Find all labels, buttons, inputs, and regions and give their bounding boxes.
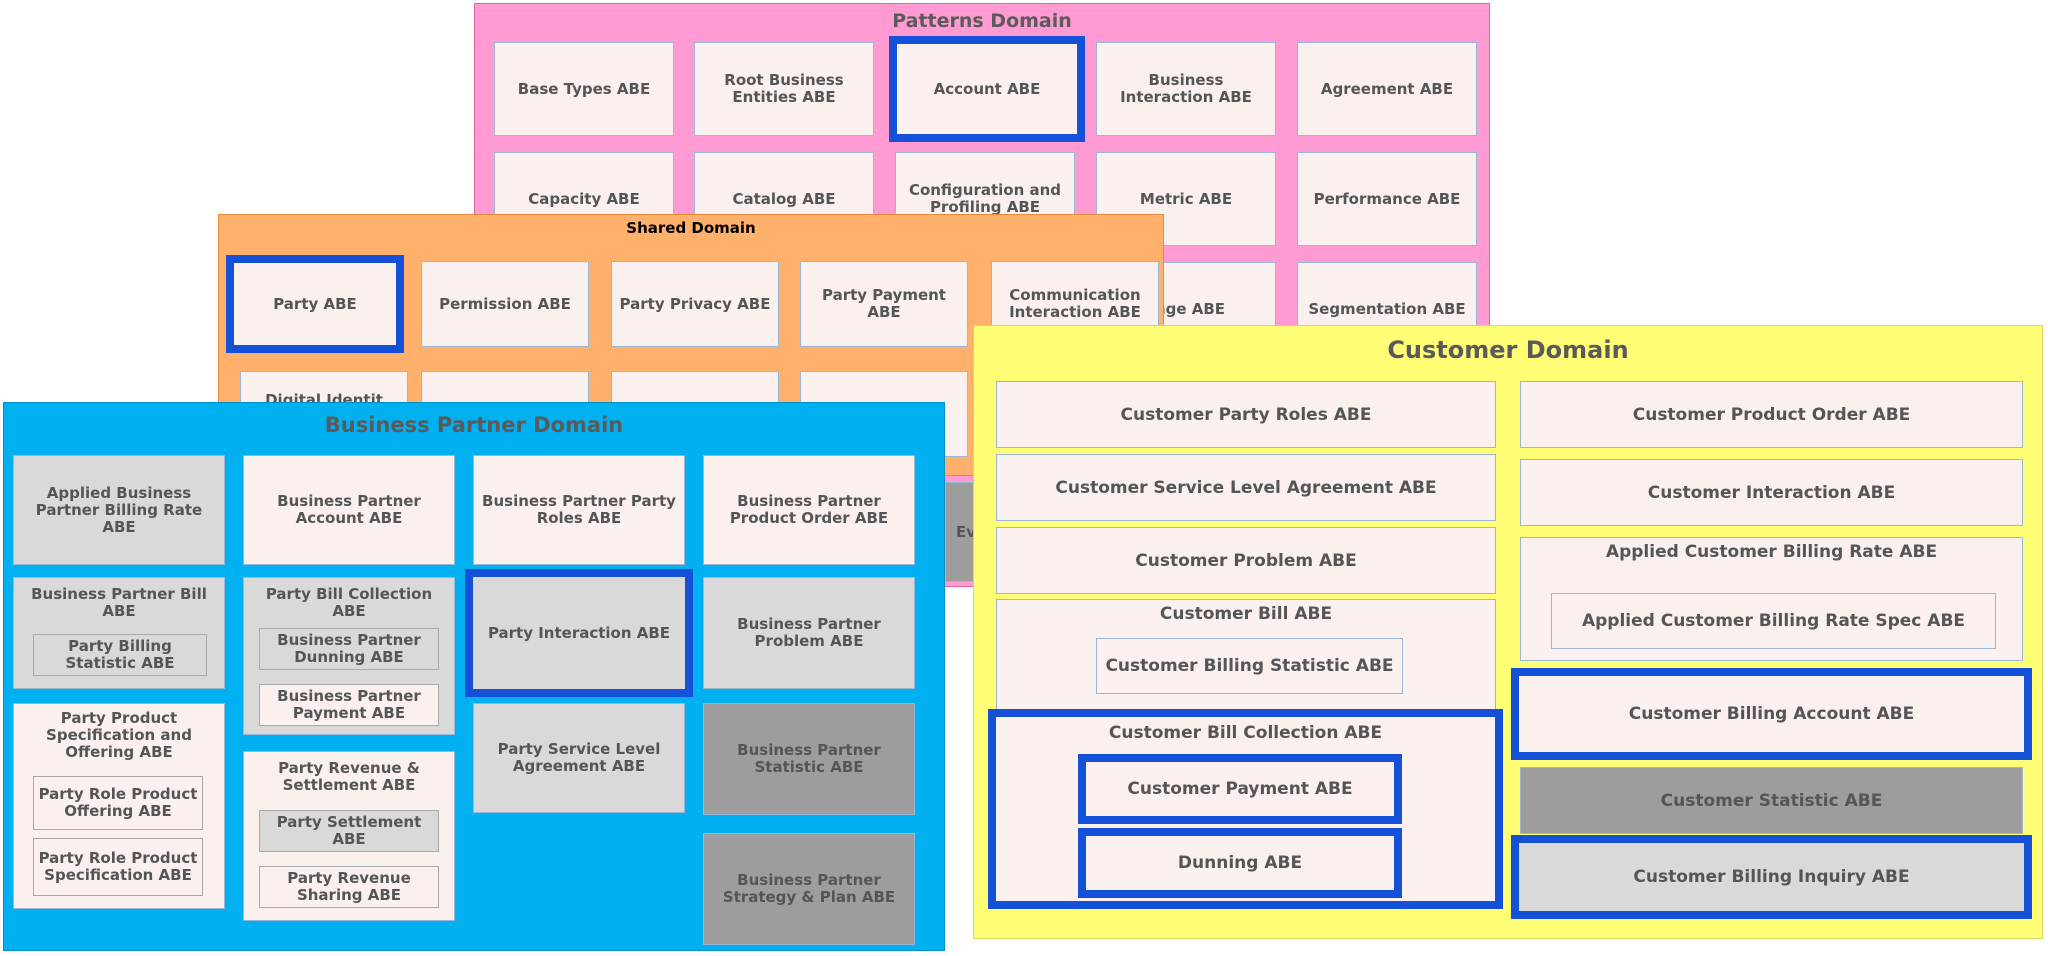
root-business-entities-abe[interactable]: Root Business Entities ABE	[694, 42, 874, 136]
customer-sla-abe[interactable]: Customer Service Level Agreement ABE	[996, 454, 1496, 521]
bp-problem-abe[interactable]: Business Partner Problem ABE	[703, 577, 915, 689]
party-bill-collection-title: Party Bill Collection ABE	[265, 585, 433, 620]
customer-bill-collection-title: Customer Bill Collection ABE	[1108, 723, 1383, 743]
bp-product-order-abe[interactable]: Business Partner Product Order ABE	[703, 455, 915, 565]
customer-domain-panel: Customer Domain Customer Party Roles ABE…	[973, 325, 2043, 939]
applied-customer-billing-rate-abe[interactable]: Applied Customer Billing Rate ABE Applie…	[1520, 537, 2023, 661]
party-privacy-abe[interactable]: Party Privacy ABE	[611, 261, 779, 347]
party-billing-statistic-abe[interactable]: Party Billing Statistic ABE	[33, 634, 207, 676]
dunning-abe[interactable]: Dunning ABE	[1078, 828, 1402, 898]
party-settlement-abe[interactable]: Party Settlement ABE	[259, 810, 439, 852]
party-revenue-settlement-title: Party Revenue & Settlement ABE	[278, 759, 420, 794]
business-partner-domain-title: Business Partner Domain	[324, 413, 624, 437]
customer-bill-collection-abe[interactable]: Customer Bill Collection ABE Customer Pa…	[988, 709, 1503, 909]
party-role-product-offering-abe[interactable]: Party Role Product Offering ABE	[33, 776, 203, 830]
party-revenue-sharing-abe[interactable]: Party Revenue Sharing ABE	[259, 866, 439, 908]
agreement-abe[interactable]: Agreement ABE	[1297, 42, 1477, 136]
patterns-domain-title: Patterns Domain	[892, 10, 1072, 32]
bp-dunning-abe[interactable]: Business Partner Dunning ABE	[259, 628, 439, 670]
party-interaction-abe[interactable]: Party Interaction ABE	[465, 569, 693, 697]
party-role-product-spec-abe[interactable]: Party Role Product Specification ABE	[33, 838, 203, 896]
bp-account-abe[interactable]: Business Partner Account ABE	[243, 455, 455, 565]
customer-bill-title: Customer Bill ABE	[1159, 604, 1333, 624]
customer-billing-inquiry-abe[interactable]: Customer Billing Inquiry ABE	[1511, 835, 2032, 919]
bp-party-roles-abe[interactable]: Business Partner Party Roles ABE	[473, 455, 685, 565]
party-product-spec-offering-title: Party Product Specification and Offering…	[46, 709, 192, 761]
permission-abe[interactable]: Permission ABE	[421, 261, 589, 347]
business-interaction-abe[interactable]: Business Interaction ABE	[1096, 42, 1276, 136]
applied-customer-billing-rate-title: Applied Customer Billing Rate ABE	[1605, 542, 1938, 562]
customer-statistic-abe[interactable]: Customer Statistic ABE	[1520, 767, 2023, 834]
party-bill-collection-abe[interactable]: Party Bill Collection ABE Business Partn…	[243, 577, 455, 735]
bp-payment-abe[interactable]: Business Partner Payment ABE	[259, 684, 439, 726]
party-product-spec-offering-abe[interactable]: Party Product Specification and Offering…	[13, 703, 225, 909]
party-payment-abe[interactable]: Party Payment ABE	[800, 261, 968, 347]
customer-bill-abe[interactable]: Customer Bill ABE Customer Billing Stati…	[996, 599, 1496, 727]
shared-domain-title: Shared Domain	[626, 219, 756, 237]
customer-payment-abe[interactable]: Customer Payment ABE	[1078, 754, 1402, 824]
party-abe[interactable]: Party ABE	[226, 255, 404, 353]
party-revenue-settlement-abe[interactable]: Party Revenue & Settlement ABE Party Set…	[243, 751, 455, 921]
bp-bill-abe[interactable]: Business Partner Bill ABE Party Billing …	[13, 577, 225, 689]
bp-statistic-abe[interactable]: Business Partner Statistic ABE	[703, 703, 915, 815]
customer-domain-title: Customer Domain	[1387, 336, 1629, 364]
customer-problem-abe[interactable]: Customer Problem ABE	[996, 527, 1496, 594]
applied-bp-billing-rate-abe[interactable]: Applied Business Partner Billing Rate AB…	[13, 455, 225, 565]
customer-party-roles-abe[interactable]: Customer Party Roles ABE	[996, 381, 1496, 448]
customer-billing-statistic-abe[interactable]: Customer Billing Statistic ABE	[1096, 638, 1403, 694]
party-sla-abe[interactable]: Party Service Level Agreement ABE	[473, 703, 685, 813]
customer-billing-account-abe[interactable]: Customer Billing Account ABE	[1511, 668, 2032, 760]
base-types-abe[interactable]: Base Types ABE	[494, 42, 674, 136]
bp-strategy-plan-abe[interactable]: Business Partner Strategy & Plan ABE	[703, 833, 915, 945]
applied-customer-billing-rate-spec-abe[interactable]: Applied Customer Billing Rate Spec ABE	[1551, 593, 1996, 649]
business-partner-domain-panel: Business Partner Domain Applied Business…	[3, 402, 945, 951]
account-abe[interactable]: Account ABE	[889, 36, 1085, 142]
customer-product-order-abe[interactable]: Customer Product Order ABE	[1520, 381, 2023, 448]
performance-abe[interactable]: Performance ABE	[1297, 152, 1477, 246]
bp-bill-title: Business Partner Bill ABE	[31, 585, 207, 620]
customer-interaction-abe[interactable]: Customer Interaction ABE	[1520, 459, 2023, 526]
